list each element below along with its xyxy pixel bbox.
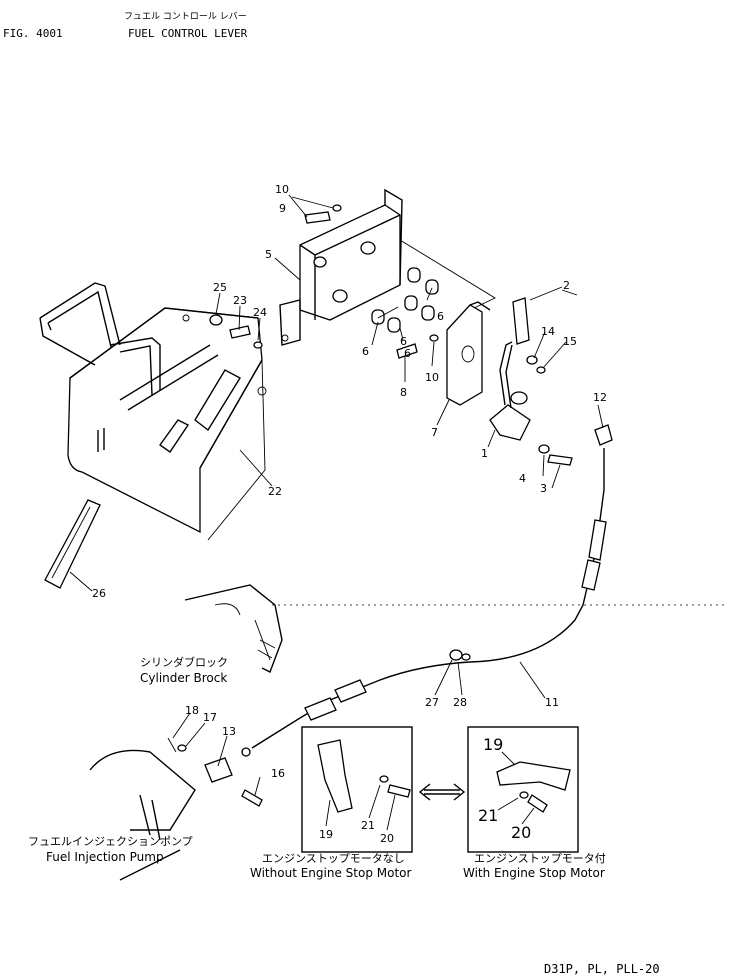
callout-1: 1 bbox=[481, 447, 488, 460]
callout-16: 16 bbox=[271, 767, 285, 780]
assembly-line bbox=[399, 239, 496, 311]
inset-with-numbers: 19 21 20 bbox=[478, 735, 531, 842]
inset-without-20: 20 bbox=[380, 832, 394, 845]
page-title: FUEL CONTROL LEVER bbox=[128, 27, 248, 40]
callout-23: 23 bbox=[233, 294, 247, 307]
callout-22: 22 bbox=[268, 485, 282, 498]
inset-without-numbers: 19 21 20 bbox=[319, 819, 394, 845]
lever-assembly bbox=[446, 297, 613, 466]
inset-without-21: 21 bbox=[361, 819, 375, 832]
callout-9: 8 bbox=[400, 386, 407, 399]
callout-5: 5 bbox=[265, 248, 272, 261]
callout-12: 12 bbox=[593, 391, 607, 404]
console-cover bbox=[39, 282, 267, 541]
callout-13: 13 bbox=[222, 725, 236, 738]
inset-with-19: 19 bbox=[483, 735, 503, 754]
model-code: D31P, PL, PLL-20 bbox=[544, 962, 660, 976]
double-arrow bbox=[418, 783, 466, 801]
callout-8: 9 bbox=[279, 202, 286, 215]
callout-6a: 6 bbox=[437, 310, 444, 323]
inset-without-19: 19 bbox=[319, 828, 333, 841]
callout-6d: 6 bbox=[404, 347, 411, 360]
inset-without-motor bbox=[301, 726, 413, 853]
without-motor-label: Without Engine Stop Motor bbox=[250, 866, 412, 880]
lever-bar-detail bbox=[51, 506, 91, 579]
injection-pump bbox=[89, 737, 263, 881]
callout-3: 3 bbox=[540, 482, 547, 495]
callout-6b: 6 bbox=[400, 335, 407, 348]
callout-27: 27 bbox=[425, 696, 439, 709]
callout-11: 11 bbox=[545, 696, 559, 709]
figure-number: FIG. 4001 bbox=[3, 27, 63, 40]
leader-lines bbox=[69, 194, 604, 831]
callout-7: 7 bbox=[431, 426, 438, 439]
callout-6c: 6 bbox=[362, 345, 369, 358]
control-cable bbox=[241, 448, 607, 757]
bolts-and-washers bbox=[209, 204, 439, 359]
callout-2: 2 bbox=[563, 279, 570, 292]
callout-14: 14 bbox=[541, 325, 555, 338]
callout-26: 26 bbox=[92, 587, 106, 600]
inset-with-parts bbox=[496, 761, 571, 813]
fuel-pump-label-jp: フュエルインジェクションポンプ bbox=[28, 835, 193, 848]
bushings bbox=[371, 267, 439, 333]
callout-10a: 10 bbox=[275, 183, 289, 196]
cylinder-block-label: Cylinder Brock bbox=[140, 671, 228, 685]
with-motor-label: With Engine Stop Motor bbox=[463, 866, 605, 880]
with-motor-label-jp: エンジンストップモータ付 bbox=[474, 852, 606, 865]
bracket-plate bbox=[279, 188, 403, 346]
cylinder-block-label-jp: シリンダブロック bbox=[140, 656, 228, 669]
cylinder-block bbox=[184, 584, 283, 673]
fuel-pump-label: Fuel Injection Pump bbox=[46, 850, 164, 864]
callout-10b: 10 bbox=[425, 371, 439, 384]
inset-without-parts bbox=[317, 739, 411, 813]
inset-with-motor bbox=[467, 726, 579, 853]
title-japanese: フュエル コントロール レバー bbox=[124, 12, 247, 22]
inset-with-21: 21 bbox=[478, 806, 498, 825]
callout-25: 25 bbox=[213, 281, 227, 294]
callout-18: 18 bbox=[185, 704, 199, 717]
without-motor-label-jp: エンジンストップモータなし bbox=[262, 852, 405, 865]
callout-17: 17 bbox=[203, 711, 217, 724]
callout-24: 24 bbox=[253, 306, 267, 319]
inset-with-20: 20 bbox=[511, 823, 531, 842]
callout-numbers: 10 9 5 2 25 23 24 6 6 6 6 10 8 14 15 12 … bbox=[92, 183, 607, 780]
callout-28: 28 bbox=[453, 696, 467, 709]
callout-4: 4 bbox=[519, 472, 526, 485]
callout-15: 15 bbox=[563, 335, 577, 348]
